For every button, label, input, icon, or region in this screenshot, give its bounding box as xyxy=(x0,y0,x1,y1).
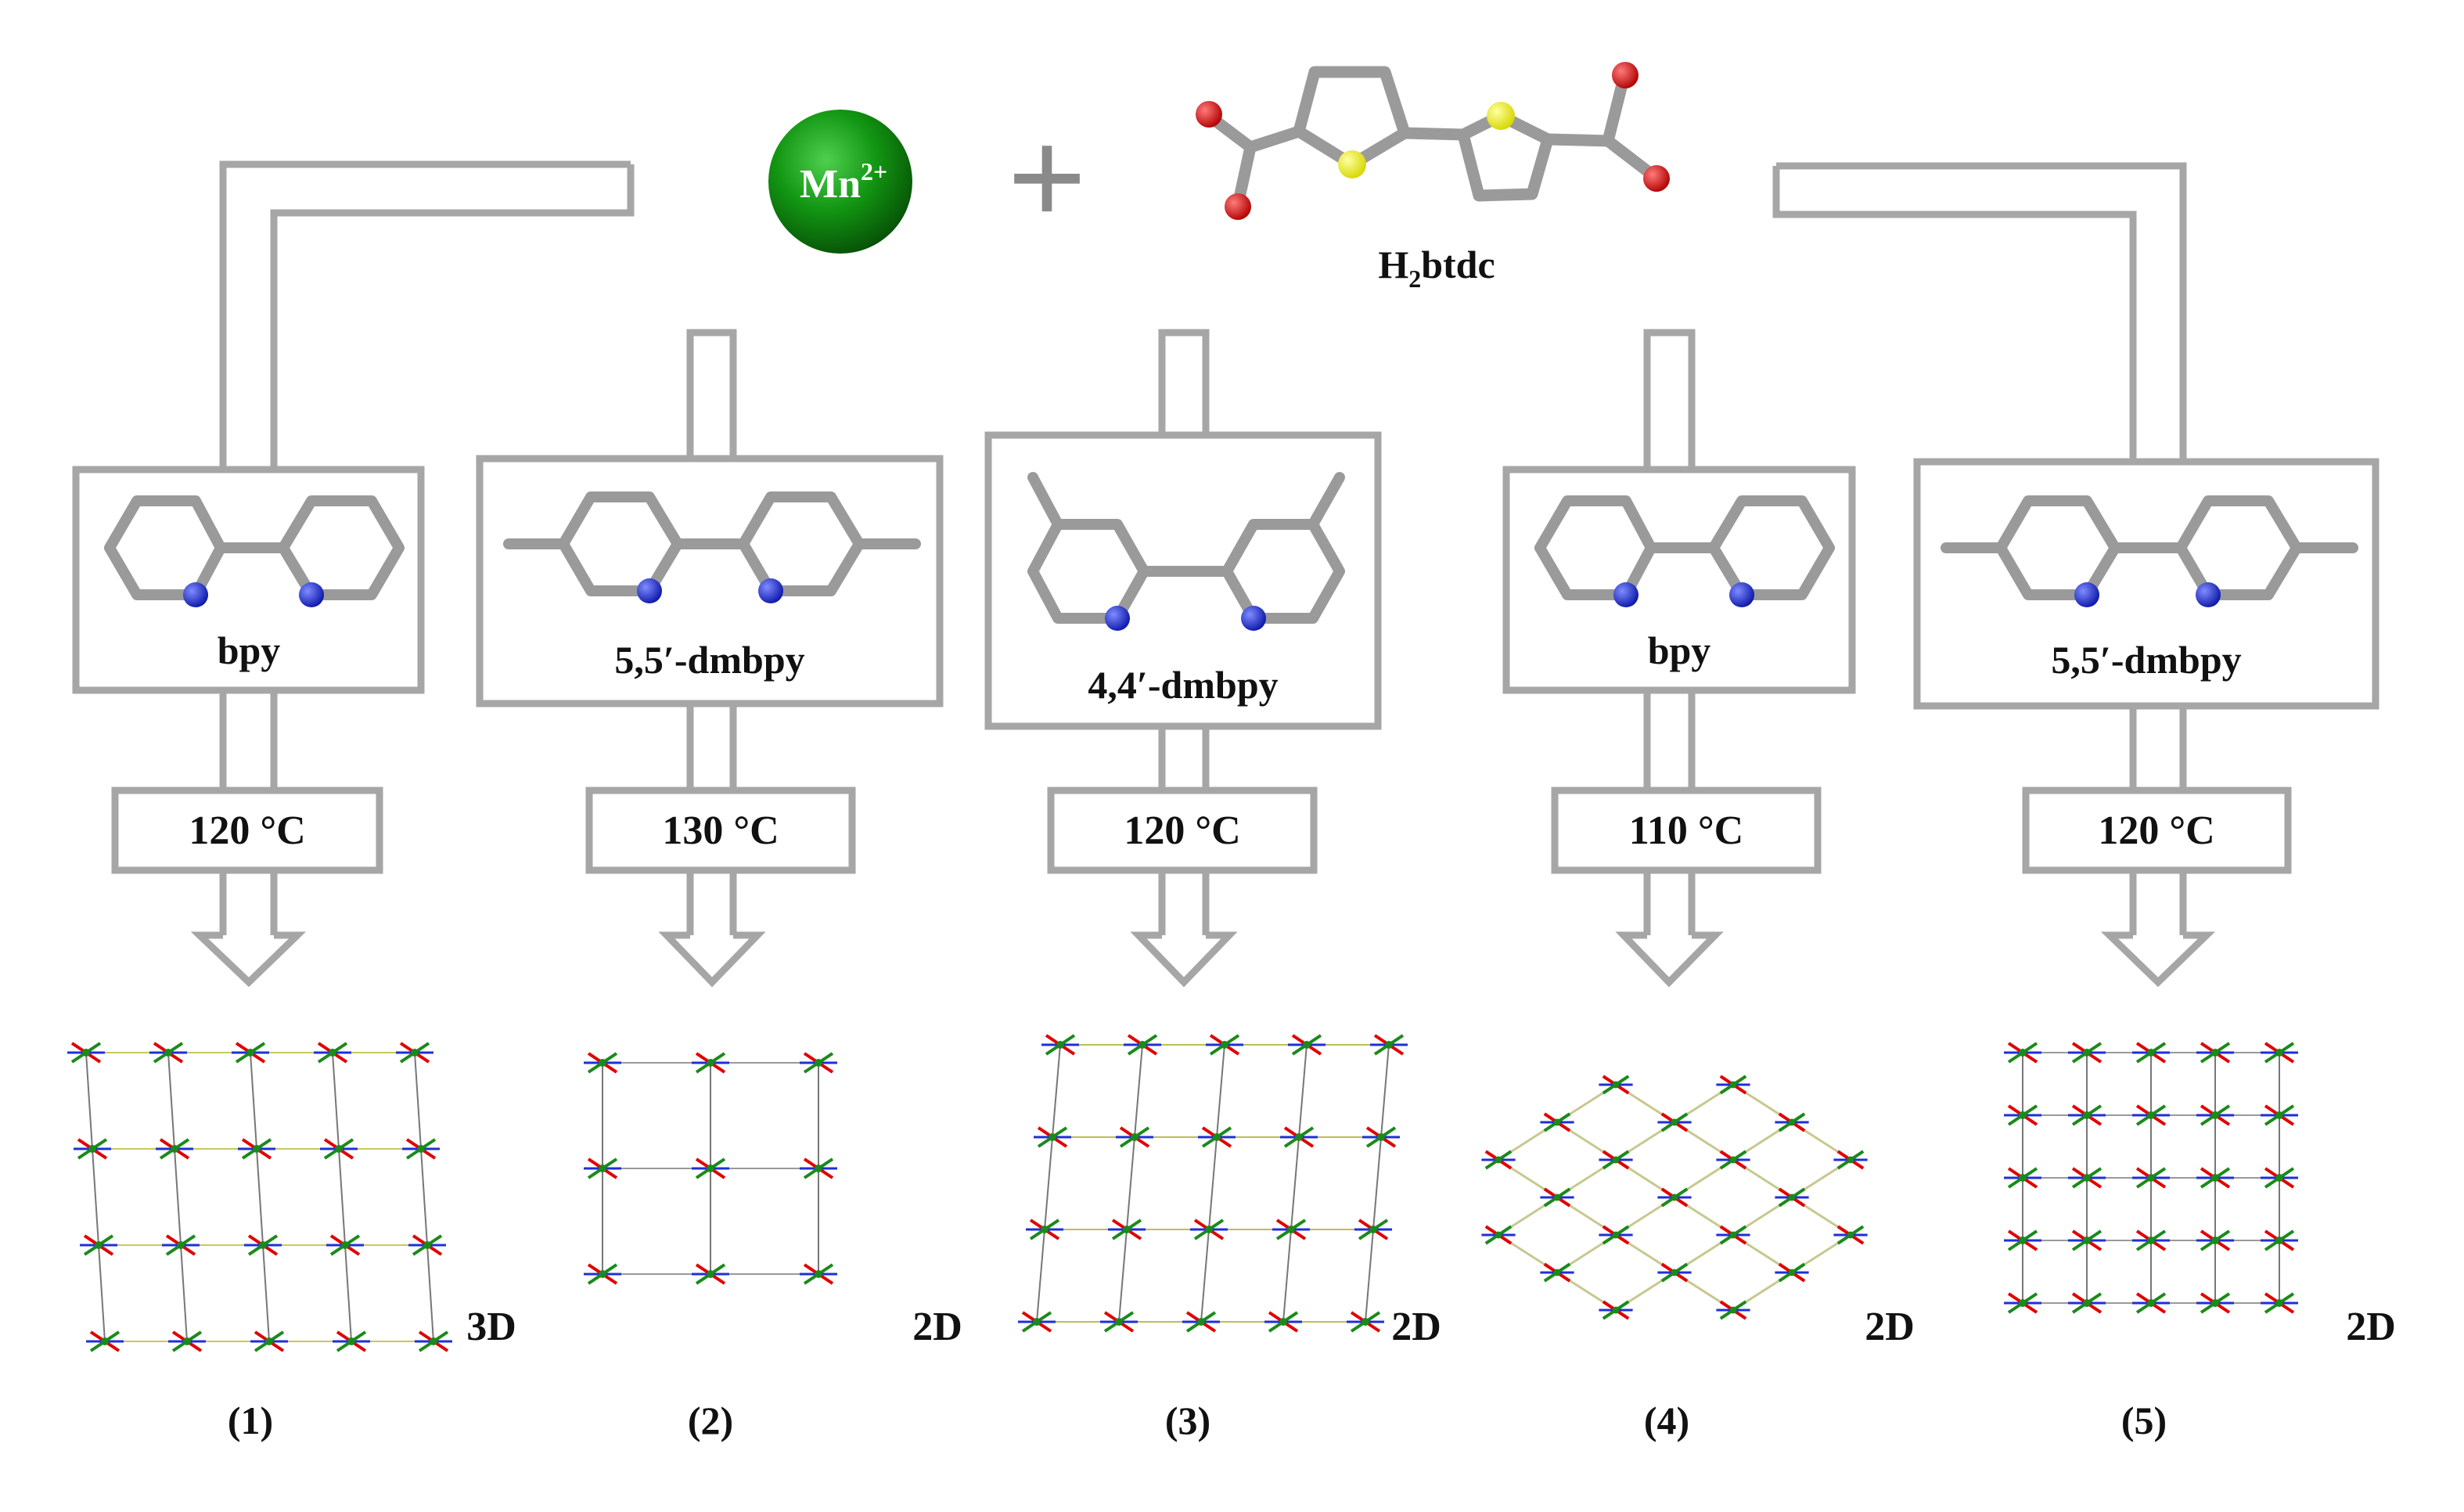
sulfur-atom xyxy=(1487,102,1515,130)
compound-label-2: (2) xyxy=(688,1399,733,1442)
ligand-label-4: bpy xyxy=(1648,628,1711,672)
dimensionality-label-4: 2D xyxy=(1865,1305,1915,1349)
crystal-structures xyxy=(67,1034,2298,1352)
ligand-box-2 xyxy=(476,455,944,707)
pipe-right xyxy=(1772,162,2187,462)
compound-label-4: (4) xyxy=(1644,1399,1689,1442)
oxygen-atom xyxy=(1643,165,1670,192)
temperature-labels: 120 °C 130 °C 120 °C 110 °C 120 °C xyxy=(189,808,2214,853)
ligand-label-5: 5,5′-dmbpy xyxy=(2051,638,2241,682)
svg-text:H2btdc: H2btdc xyxy=(1378,243,1495,293)
svg-text:Mn2+: Mn2+ xyxy=(800,157,887,207)
oxygen-atom xyxy=(1196,101,1222,128)
metal-charge: 2+ xyxy=(861,157,887,185)
crystal-structure-icon xyxy=(584,1052,837,1285)
compound-label-3: (3) xyxy=(1165,1399,1210,1442)
sulfur-atom xyxy=(1338,150,1366,178)
compound-label-5: (5) xyxy=(2121,1399,2167,1442)
oxygen-atom xyxy=(1612,62,1638,88)
temperature-label-1: 120 °C xyxy=(189,808,305,853)
reactants: Mn2+ + H2btdc xyxy=(768,62,1670,293)
ligand-label-prefix: H xyxy=(1378,243,1408,286)
plus-icon: + xyxy=(1007,100,1088,256)
dimensionality-label-2: 2D xyxy=(912,1305,962,1349)
ligand-label-suffix: btdc xyxy=(1421,243,1495,286)
crystal-structure-icon xyxy=(1018,1034,1408,1333)
ligand-box-3 xyxy=(984,431,1382,730)
flow-frames xyxy=(219,160,2187,470)
pipe-3 xyxy=(1158,329,1210,435)
pipe-2 xyxy=(686,329,737,459)
crystal-structure-icon xyxy=(1481,1075,1868,1320)
nitrogen-atoms xyxy=(183,578,2221,631)
temperature-label-5: 120 °C xyxy=(2098,808,2214,853)
ligand-box-5 xyxy=(1913,458,2379,710)
ligand-label-1: bpy xyxy=(218,628,281,672)
dimensionality-label-5: 2D xyxy=(2346,1305,2396,1349)
arrow-icon xyxy=(190,931,2216,988)
temperature-label-3: 120 °C xyxy=(1124,808,1240,853)
compound-labels: (1) (2) (3) (4) (5) xyxy=(228,1399,2167,1442)
down-pipes xyxy=(219,690,2187,935)
pipe-4 xyxy=(1643,329,1696,470)
ligand-label-2: 5,5′-dmbpy xyxy=(614,638,804,682)
ligand-label-sub: 2 xyxy=(1408,265,1421,293)
pipe-left xyxy=(219,160,635,470)
crystal-structure-icon xyxy=(67,1042,452,1352)
temperature-label-4: 110 °C xyxy=(1629,808,1743,853)
ligand-labels: bpy 5,5′-dmbpy 4,4′-dmbpy bpy 5,5′-dmbpy xyxy=(218,628,2242,707)
metal-label: Mn xyxy=(800,162,861,207)
temperature-label-2: 130 °C xyxy=(662,808,779,853)
ligand-label-3: 4,4′-dmbpy xyxy=(1088,663,1278,707)
compound-label-1: (1) xyxy=(228,1399,273,1442)
dimensionality-label-1: 3D xyxy=(466,1305,516,1349)
molecule-icon xyxy=(1196,62,1670,220)
metal-sphere-icon xyxy=(768,110,912,254)
temperature-boxes xyxy=(111,787,2292,874)
dimensionality-label-3: 2D xyxy=(1391,1305,1441,1349)
crystal-structure-icon xyxy=(2004,1042,2298,1314)
oxygen-atom xyxy=(1225,193,1251,220)
dimensionality-labels: 3D 2D 2D 2D 2D xyxy=(466,1305,2396,1349)
